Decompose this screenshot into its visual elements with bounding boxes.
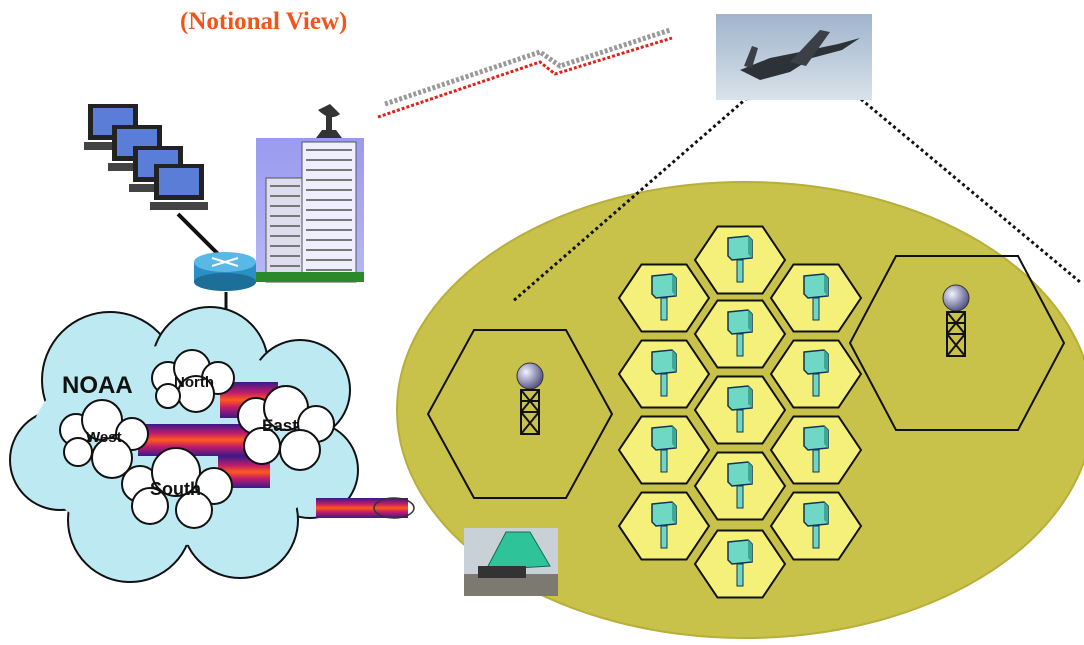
sensor-icon (651, 273, 677, 321)
sensor-icon (803, 501, 829, 549)
view-line-right (837, 78, 1081, 284)
aircraft-icon (716, 14, 872, 100)
hex-cell-large-right (848, 255, 1066, 431)
router-icon (194, 252, 256, 291)
wireless-link-gray (384, 27, 671, 107)
sensor-icon (727, 385, 753, 433)
pipe-to-field (316, 498, 408, 518)
sensor-icon (727, 309, 753, 357)
east-label: East (262, 416, 298, 435)
view-line-left (511, 76, 771, 304)
radar-tower-icon (516, 362, 544, 435)
hex-cell-large-left (426, 329, 614, 499)
building-icon (256, 138, 364, 283)
sensor-icon (651, 425, 677, 473)
sensor-icon (651, 501, 677, 549)
sensor-icon (803, 273, 829, 321)
pipe-west-east (138, 424, 258, 456)
cloud-west (59, 399, 149, 479)
sensor-hex-cluster (617, 225, 863, 599)
north-label: North (174, 374, 214, 391)
sensor-icon (727, 235, 753, 283)
sensor-icon (651, 349, 677, 397)
cloud-east (237, 385, 335, 471)
sensor-icon (727, 461, 753, 509)
wireless-link-red (377, 36, 673, 119)
computer-icon (150, 164, 208, 210)
cloud-south (121, 447, 233, 529)
satellite-dish-icon (316, 104, 342, 138)
west-label: West (86, 429, 122, 446)
sensor-icon (727, 539, 753, 587)
noaa-label: NOAA (62, 372, 133, 399)
cloud-north (151, 349, 235, 413)
south-label: South (150, 479, 201, 499)
page-title: (Notional View) (180, 8, 348, 35)
sensor-icon (803, 349, 829, 397)
tent-vehicle-icon (464, 528, 558, 596)
pipe-joint (373, 497, 415, 519)
sensor-icon (803, 425, 829, 473)
radar-tower-icon (942, 284, 970, 357)
lan-link (176, 212, 224, 260)
